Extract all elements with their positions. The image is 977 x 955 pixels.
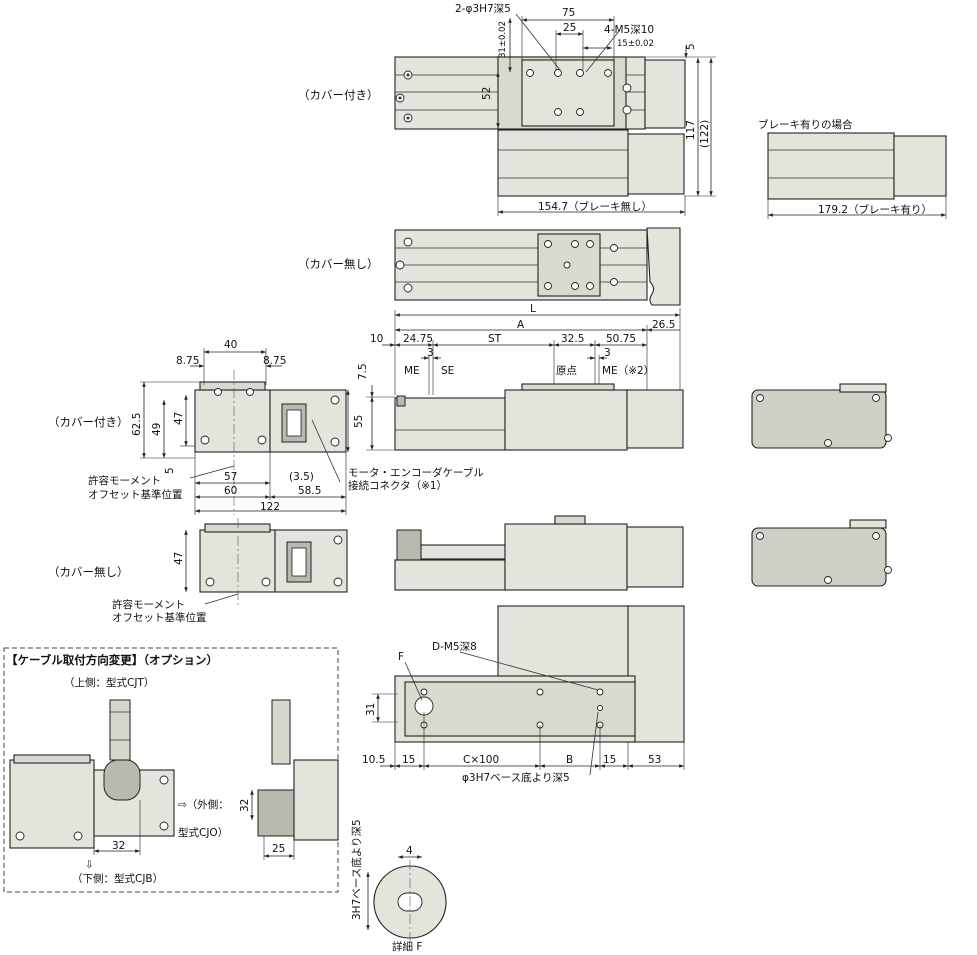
- label-moment-1a: 許容モーメント: [88, 474, 161, 487]
- dim-122p: (122): [699, 120, 711, 148]
- label-cover-on-2: （カバー付き）: [48, 415, 129, 429]
- dim-122: 122: [260, 501, 280, 513]
- label-origin: 原点: [556, 365, 577, 377]
- dim-25: 25: [563, 22, 576, 34]
- label-cover-off-2: （カバー無し）: [48, 565, 129, 579]
- dim-53: 53: [648, 754, 661, 766]
- dim-7-5: 7.5: [357, 363, 369, 380]
- front-view-cover-off: [394, 515, 684, 591]
- dim-47b: 47: [173, 552, 185, 565]
- dimension-values: 75 25 15±0.02 31±0.02 52 5 117 (122) 154…: [112, 7, 932, 857]
- dim-60: 60: [224, 485, 237, 497]
- label-cover-on-1: （カバー付き）: [298, 88, 379, 102]
- bolts-top: [395, 69, 632, 123]
- label-me-right: ME（※2）: [602, 365, 654, 377]
- dim-ST: ST: [488, 333, 502, 345]
- dim-L: L: [530, 303, 536, 315]
- dim-8-75a: 8.75: [176, 355, 199, 367]
- dim-50-75: 50.75: [606, 333, 636, 345]
- side-view-cover-off: [184, 518, 348, 605]
- label-se: SE: [441, 365, 454, 377]
- end-view-right-2: [751, 519, 892, 587]
- label-detail-f: 詳細 F: [392, 940, 422, 953]
- label-brake-case: ブレーキ有りの場合: [758, 118, 853, 131]
- label-upper: （上側：型式CJT）: [64, 676, 154, 689]
- label-connector-b: 接続コネクタ（※1）: [348, 479, 447, 492]
- detail-f: [366, 855, 447, 945]
- dim-8-75b: 8.75: [263, 355, 286, 367]
- dim-55: 55: [353, 415, 365, 428]
- dim-10: 10: [370, 333, 383, 345]
- label-option-title: 【ケーブル取付方向変更】（オプション）: [6, 653, 218, 667]
- dim-32b: 32: [239, 799, 251, 812]
- dim-C100: C×100: [463, 754, 499, 766]
- dim-62-5: 62.5: [131, 413, 143, 436]
- front-view-cover-on: [366, 308, 684, 451]
- dim-3-5: (3.5): [289, 471, 314, 483]
- dim-75: 75: [562, 7, 575, 19]
- dim-15tol: 15±0.02: [617, 39, 654, 49]
- label-moment-2a: 許容モーメント: [112, 598, 185, 611]
- label-me-left: ME: [404, 365, 420, 377]
- dim-179: 179.2（ブレーキ有り）: [818, 203, 932, 216]
- label-outer-b: 型式CJO）: [178, 826, 228, 839]
- label-side-hole: 3H7ベース底より深5: [350, 819, 363, 920]
- dim-15b: 15: [603, 754, 616, 766]
- label-base-hole: φ3H7ベース底より深5: [462, 771, 570, 784]
- bottom-view: [372, 605, 685, 776]
- dim-15a: 15: [402, 754, 415, 766]
- top-view-cover-off: [394, 227, 681, 306]
- side-view-cover-on: [140, 348, 350, 515]
- dim-52: 52: [481, 87, 493, 100]
- label-moment-1b: オフセット基準位置: [88, 488, 183, 501]
- dim-32a: 32: [112, 840, 125, 852]
- dim-58-5: 58.5: [298, 485, 321, 497]
- dim-40: 40: [224, 339, 237, 351]
- dim-31tol: 31±0.02: [498, 21, 508, 58]
- dim-5b: 5: [164, 467, 176, 474]
- dim-26-5: 26.5: [652, 319, 675, 331]
- end-view-right-1: [751, 383, 892, 449]
- dim-10-5: 10.5: [362, 754, 385, 766]
- dim-24-75: 24.75: [403, 333, 433, 345]
- label-hole-top: 2-φ3H7深5: [455, 3, 511, 15]
- brake-view: [767, 132, 947, 219]
- label-d-m5: D-M5深8: [432, 641, 477, 653]
- dim-31: 31: [365, 703, 377, 716]
- label-tap-top: 4-M5深10: [604, 24, 654, 36]
- dim-32-5: 32.5: [561, 333, 584, 345]
- top-view-cover-on: [394, 13, 716, 216]
- dim-3b: 3: [604, 347, 611, 359]
- label-f-mark: F: [398, 651, 404, 663]
- dim-A: A: [517, 319, 525, 331]
- label-outer-a: ⇨（外側：: [178, 798, 229, 811]
- dim-49: 49: [151, 423, 163, 436]
- dim-57: 57: [224, 471, 237, 483]
- dim-47: 47: [173, 412, 185, 425]
- option-box: [3, 647, 339, 893]
- dim-25b: 25: [272, 843, 285, 855]
- text-labels: （カバー付き） （カバー無し） （カバー付き） （カバー無し） ブレーキ有りの場…: [6, 3, 853, 953]
- label-moment-2b: オフセット基準位置: [112, 611, 207, 624]
- label-cover-off-1: （カバー無し）: [298, 257, 379, 271]
- dim-154: 154.7（ブレーキ無し）: [538, 200, 652, 213]
- dim-4: 4: [406, 845, 413, 857]
- dim-B: B: [566, 754, 573, 766]
- label-lower: （下側：型式CJB）: [72, 872, 163, 885]
- dim-5: 5: [685, 43, 697, 50]
- dim-117: 117: [685, 120, 697, 140]
- dim-3a: 3: [427, 347, 434, 359]
- label-connector-a: モータ・エンコーダケーブル: [348, 466, 484, 479]
- label-lower-arrow: ⇩: [85, 859, 94, 871]
